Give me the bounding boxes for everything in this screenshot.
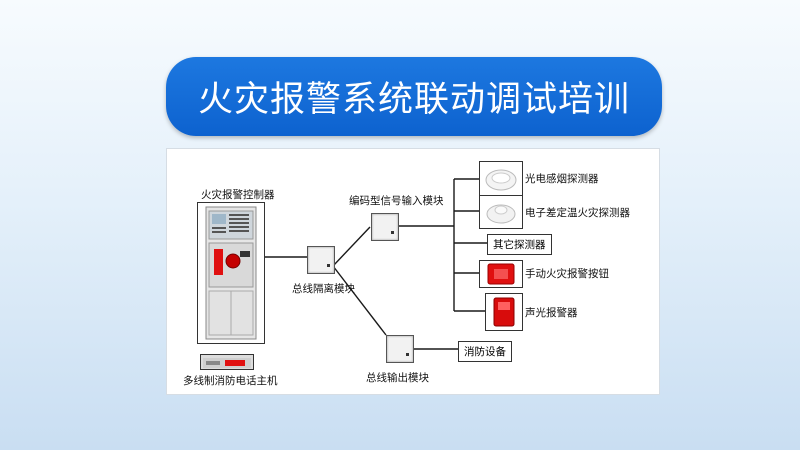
connection-lines <box>263 178 487 350</box>
heat-detector-icon <box>486 204 516 224</box>
heat-detector <box>479 195 523 229</box>
line-isolation-input <box>332 226 371 267</box>
device-label-5: 声光报警器 <box>525 307 578 319</box>
page-title: 火灾报警系统联动调试培训 <box>197 80 630 120</box>
smoke-detector-icon <box>485 169 517 191</box>
phone-host-icon <box>203 358 251 368</box>
sounder-strobe <box>485 293 523 331</box>
controller-label: 火灾报警控制器 <box>201 189 275 201</box>
sounder-strobe-icon <box>493 297 515 327</box>
device-label-4: 手动火灾报警按钮 <box>525 268 609 280</box>
title-banner: 火灾报警系统联动调试培训 <box>166 57 662 136</box>
other-detectors-box: 其它探测器 <box>487 234 552 255</box>
device-label-2: 电子差定温火灾探测器 <box>525 207 630 219</box>
input-module-label: 编码型信号输入模块 <box>349 195 444 207</box>
fire-alarm-controller <box>197 202 265 344</box>
output-module <box>386 335 414 363</box>
controller-cabinet-icon <box>205 206 257 340</box>
bus-isolation-module <box>307 246 335 274</box>
manual-call-point <box>479 260 523 288</box>
output-module-label: 总线输出模块 <box>366 372 429 384</box>
line-isolation-output <box>332 265 387 336</box>
manual-call-point-icon <box>487 263 515 285</box>
input-module <box>371 213 399 241</box>
fire-phone-host <box>200 354 254 370</box>
phone-host-label: 多线制消防电话主机 <box>183 375 278 387</box>
fire-equipment-box: 消防设备 <box>458 341 512 362</box>
bus-isolation-label: 总线隔离模块 <box>292 283 355 295</box>
device-label-1: 光电感烟探测器 <box>525 173 599 185</box>
smoke-detector <box>479 161 523 197</box>
system-diagram: 火灾报警控制器 多线制消防电话主机 总 <box>166 148 660 395</box>
